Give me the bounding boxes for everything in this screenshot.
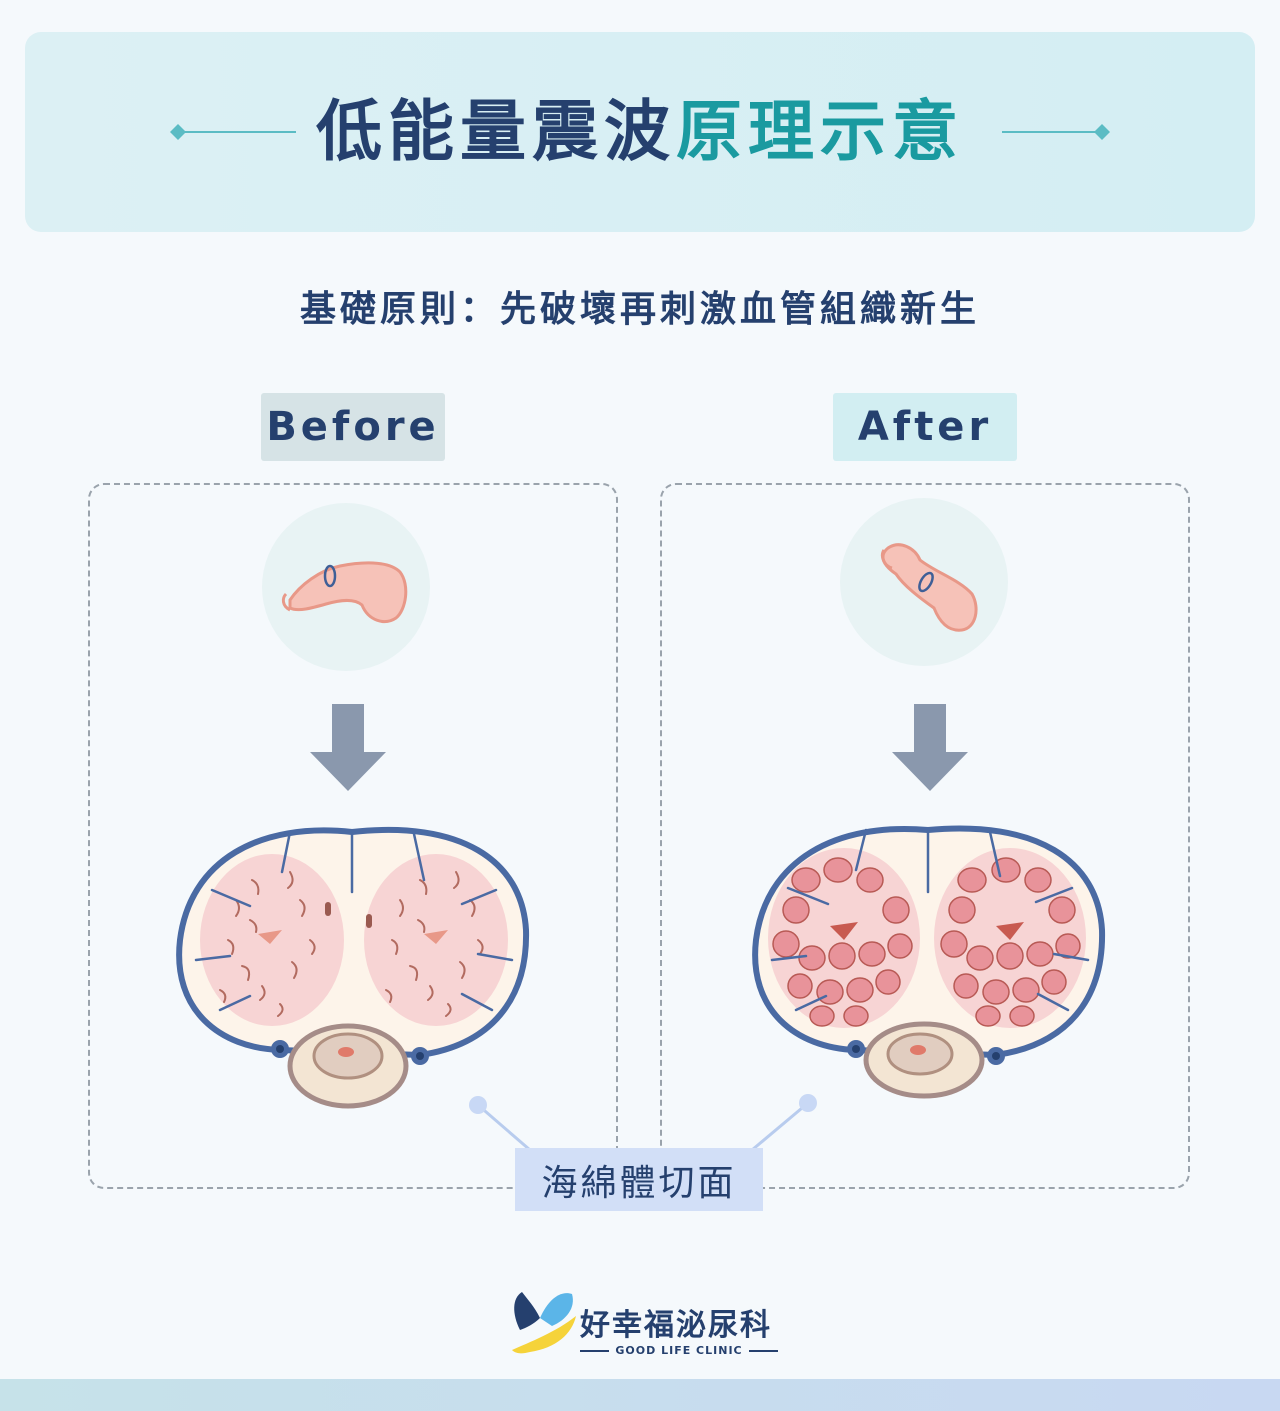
right-diamond-deco — [1002, 124, 1110, 140]
cross-section-caption: 海綿體切面 — [515, 1148, 763, 1211]
before-cross-section — [176, 826, 530, 1109]
title-part1: 低能量震波 — [316, 93, 676, 170]
page-title: 低能量震波原理示意 — [0, 92, 1280, 172]
after-organ-icon — [840, 498, 1008, 666]
clinic-english-name: GOOD LIFE CLINIC — [580, 1344, 779, 1357]
clinic-logo-icon — [512, 1292, 576, 1354]
title-part2: 原理示意 — [676, 93, 964, 170]
before-tag: Before — [261, 393, 445, 461]
footer-bar — [0, 1379, 1280, 1411]
divider-line — [748, 1349, 779, 1352]
before-down-arrow-icon — [310, 704, 386, 791]
before-organ-icon — [262, 503, 430, 671]
after-panel — [660, 483, 1190, 1189]
callout-connectors — [469, 1094, 817, 1152]
clinic-name: 好幸福泌尿科 — [580, 1308, 772, 1343]
divider-line — [580, 1349, 610, 1352]
clinic-english-text: GOOD LIFE CLINIC — [615, 1344, 743, 1357]
subtitle: 基礎原則：先破壞再刺激血管組織新生 — [299, 289, 980, 330]
after-down-arrow-icon — [892, 704, 968, 791]
left-diamond-deco — [170, 124, 296, 140]
after-tag: After — [833, 393, 1017, 461]
before-panel — [88, 483, 618, 1189]
after-cross-section — [752, 825, 1106, 1099]
